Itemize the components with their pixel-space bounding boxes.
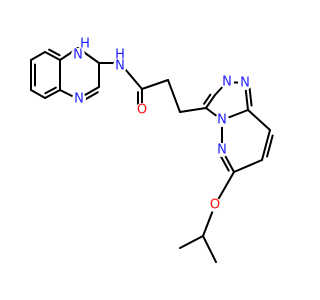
bond-isopropyl xyxy=(202,235,217,263)
bond-benzene xyxy=(44,51,61,61)
bond-alkyl xyxy=(167,79,181,113)
bond-pyridazine xyxy=(261,129,271,161)
bond-benzene xyxy=(30,89,46,99)
bond-benzene-double xyxy=(48,48,61,57)
bond-pyridazine-double xyxy=(266,134,274,158)
atom-label-background xyxy=(238,76,252,90)
atom-label-h-group: H xyxy=(78,37,92,52)
atom-label-background xyxy=(215,143,229,157)
atom-label-background xyxy=(72,92,86,106)
atom-label-o-group: O xyxy=(135,103,149,118)
atom-label-n-group: N xyxy=(238,76,252,91)
atom-label-o-group: O xyxy=(208,198,222,213)
bond-benzene xyxy=(44,89,61,99)
atom-label-n-group: N xyxy=(220,75,234,90)
atom-label-n: N xyxy=(217,143,227,158)
canvas-background xyxy=(0,0,300,300)
bond-pyridazine xyxy=(247,109,271,131)
atom-label-background xyxy=(78,37,92,51)
bond-pyridazine xyxy=(233,159,263,173)
atom-label-background xyxy=(113,48,127,62)
atom-label-nh-group: N xyxy=(113,59,127,74)
atom-label-h: H xyxy=(80,37,90,52)
bond-alkyl xyxy=(141,79,169,90)
atom-label-h-group: H xyxy=(113,48,127,63)
atom-label-background xyxy=(71,48,85,62)
atom-label-n: N xyxy=(217,113,227,128)
bond-triazole-double xyxy=(203,93,212,105)
atom-label-o: O xyxy=(137,103,147,118)
bond-isopropyl xyxy=(179,235,204,249)
atom-label-background xyxy=(113,59,127,73)
atom-label-n-group: N xyxy=(72,92,86,107)
atom-label-nh: N xyxy=(73,48,83,63)
atom-label-n: N xyxy=(222,75,232,90)
atom-label-h: H xyxy=(115,48,125,63)
atom-label-nh-group: N xyxy=(71,48,85,63)
atom-label-n-group: N xyxy=(215,143,229,158)
bond-alkyl xyxy=(179,107,207,113)
bond-triazole xyxy=(205,94,216,109)
atom-label-n: N xyxy=(74,92,84,107)
atom-label-background xyxy=(220,75,234,89)
atom-label-nh: N xyxy=(115,59,125,74)
atom-label-n-group: N xyxy=(215,113,229,128)
atom-label-o: O xyxy=(210,198,220,213)
bond-pyridazine-double xyxy=(219,154,230,172)
bond-triazole-double xyxy=(248,85,253,107)
atom-label-background xyxy=(215,113,229,127)
bond-benzene xyxy=(30,51,46,61)
bond-benzene-double xyxy=(44,86,57,95)
atom-label-n: N xyxy=(240,76,250,91)
atom-label-background xyxy=(135,103,149,117)
atom-label-background xyxy=(208,198,222,212)
